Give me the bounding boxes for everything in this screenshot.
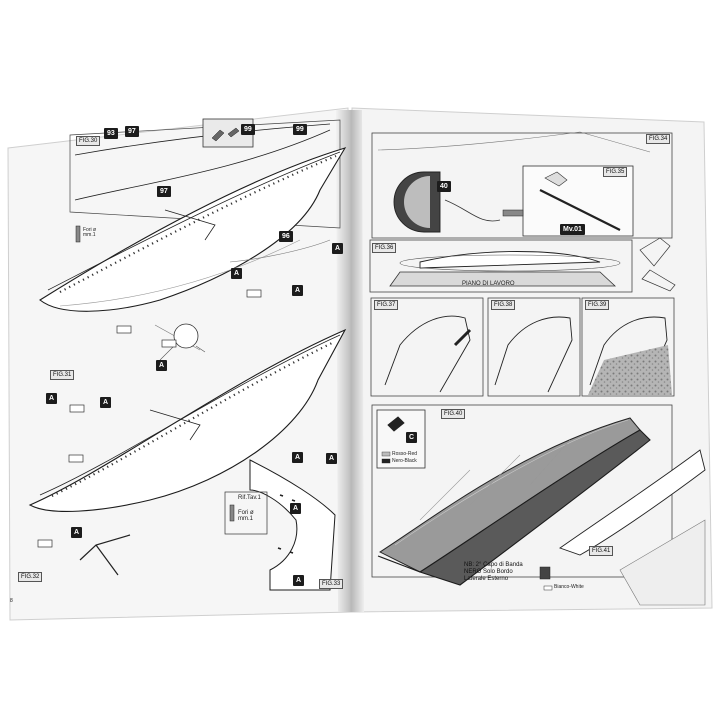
fig36-label: FIG.36	[372, 243, 397, 253]
fig34-label: FIG.34	[646, 134, 671, 144]
windscreen-39	[589, 316, 668, 393]
brush-tool	[453, 328, 472, 347]
hull-2-outline	[28, 328, 347, 512]
part-letter-a: A	[292, 452, 304, 463]
drill-note: Fori ø mm.1	[83, 227, 97, 238]
fig39-label: FIG.39	[585, 300, 610, 310]
hand-sketch	[544, 171, 568, 187]
guide-line-1	[229, 239, 331, 263]
part-letter-a: A	[292, 285, 304, 296]
swatch-black	[381, 458, 391, 464]
part-piece	[246, 289, 262, 298]
fig35-label: FIG.35	[603, 167, 628, 177]
note-box	[224, 491, 268, 535]
part-number-96: 96	[279, 231, 293, 242]
swatch-red	[381, 451, 391, 457]
part-letter-a: A	[293, 575, 305, 586]
part-piece	[37, 539, 53, 548]
fig41-label: FIG.41	[589, 546, 614, 556]
paint-pot-icon	[539, 566, 551, 580]
part-number-93: 93	[104, 128, 118, 139]
page-spine	[336, 110, 364, 612]
part-number-97: 97	[125, 126, 139, 137]
transom-frame	[249, 459, 336, 591]
part-letter-a: A	[156, 360, 168, 371]
part-number-40: 40	[437, 181, 451, 192]
hull-top-deck	[74, 129, 331, 201]
part-letter-a: A	[326, 453, 338, 464]
fig36-frame	[369, 239, 633, 293]
legend-red-label: Rosso-Red	[392, 451, 418, 457]
fig34-frame	[371, 132, 673, 239]
fig41-hull	[559, 449, 706, 556]
fig40-deck	[394, 419, 629, 546]
speckled-hull	[588, 345, 672, 395]
fig31-label: FIG.31	[50, 370, 75, 380]
drill-note: Fori ø mm.1	[238, 510, 254, 522]
part-letter-a: A	[231, 268, 243, 279]
fig33-label: FIG.33	[319, 579, 344, 589]
hull-1-deck-edge	[47, 151, 341, 291]
hull-1-bulkhead	[164, 209, 216, 241]
fig37-label: FIG.37	[374, 300, 399, 310]
part-number-97: 97	[157, 186, 171, 197]
fig38-label: FIG.38	[491, 300, 516, 310]
legend-black-label: Nero-Black	[392, 458, 417, 464]
drill-icon	[229, 504, 235, 522]
paint-note-line-2: NERO Solo Bordo	[464, 569, 513, 575]
part-piece	[161, 339, 177, 348]
part-number-99: 99	[241, 124, 255, 135]
part-number-mv01: Mv.01	[560, 224, 585, 235]
transom-holes	[277, 494, 296, 554]
paint-note-line-1: NB: 2° Capo di Banda	[464, 562, 523, 568]
part-piece	[116, 325, 132, 334]
bottom-right-parts	[619, 519, 706, 606]
part-number-99: 99	[293, 124, 307, 135]
hull-2-bulkhead	[149, 409, 201, 441]
part-piece	[69, 404, 85, 413]
hull-1-waterline	[59, 239, 301, 307]
fig38-frame	[487, 297, 581, 397]
drill-icon	[75, 225, 81, 243]
mv01-part	[502, 209, 524, 217]
fig37-frame	[370, 297, 484, 397]
clamp-sketch	[639, 237, 676, 292]
part-letter-a: A	[46, 393, 58, 404]
workbench	[389, 271, 617, 287]
hull-corner-top	[377, 131, 651, 153]
detail-circle	[173, 323, 199, 349]
right-page-drawings	[369, 131, 706, 606]
page-number: 8	[10, 598, 13, 604]
legend-white-label: Bianco-White	[554, 584, 584, 590]
work-plane-label: PIANO DI LAVORO	[462, 281, 515, 287]
part-letter-a: A	[332, 243, 344, 254]
reference-note: Rif.Tav.1	[238, 495, 261, 501]
v-joint-part	[79, 534, 131, 576]
half-disc-face	[404, 176, 430, 228]
swatch-white	[543, 585, 553, 591]
hull-2-deck-edge	[39, 334, 341, 496]
hull-1-outline	[39, 147, 347, 312]
part-letter-a: A	[100, 397, 112, 408]
windscreen-37	[384, 315, 471, 393]
part-letter-a: A	[290, 503, 302, 514]
fig32-label: FIG.32	[18, 572, 43, 582]
windscreen-38	[494, 316, 573, 393]
fig30-label: FIG.30	[76, 136, 101, 146]
part-letter-a: A	[71, 527, 83, 538]
detail-callout-parts	[211, 127, 240, 142]
part-piece	[68, 454, 84, 463]
fig40-hull-black	[377, 429, 651, 586]
mast-rod	[539, 189, 621, 231]
spray-can-icon	[387, 416, 405, 432]
paint-note-line-3: Laterale Esterno	[464, 576, 509, 582]
paint-code-c: C	[406, 432, 418, 443]
pointer-arrow	[444, 199, 501, 222]
stand-ring	[399, 254, 621, 272]
detail-leader	[159, 344, 206, 361]
fig40-label: FIG.40	[441, 409, 466, 419]
fig40-panels	[419, 439, 571, 521]
fig39-frame	[581, 297, 675, 397]
